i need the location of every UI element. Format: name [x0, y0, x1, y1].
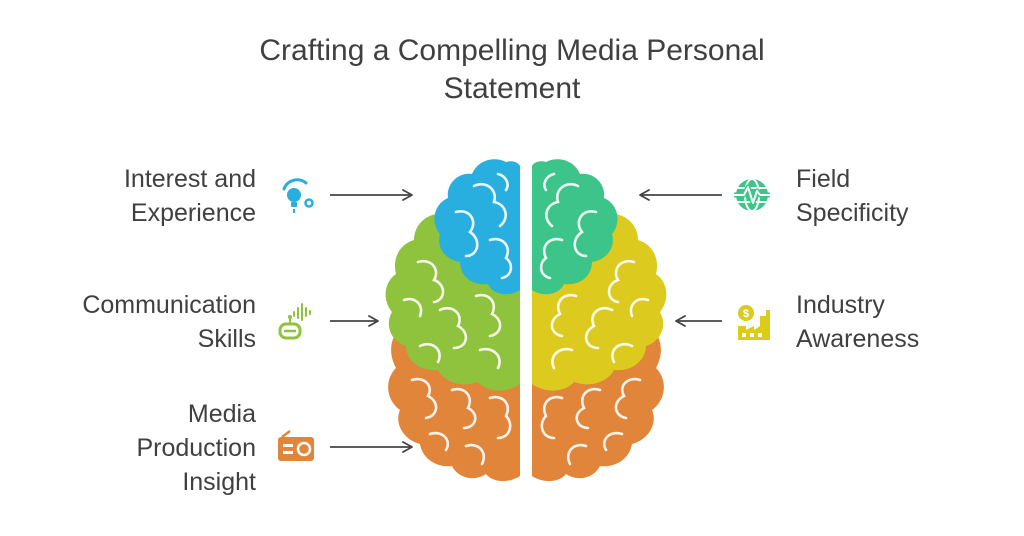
label-communication-skills: Communication Skills	[82, 288, 256, 356]
label-line: Awareness	[796, 325, 920, 353]
brain-left-hemisphere	[385, 159, 520, 482]
brain-right-hemisphere	[532, 159, 667, 482]
brain-lobe-blue	[434, 159, 520, 295]
factory-coin-icon: $	[738, 305, 770, 340]
label-line: Experience	[130, 199, 256, 227]
label-line: Communication	[82, 291, 256, 319]
label-line: Production	[136, 434, 256, 462]
radio-icon	[278, 430, 314, 461]
brain-lobe-teal	[532, 159, 618, 295]
brain-folds-right	[539, 172, 650, 466]
label-interest-and-experience: Interest and Experience	[124, 162, 256, 230]
title-line-1: Crafting a Compelling Media Personal	[259, 34, 765, 67]
idea-bulb-icon	[282, 178, 314, 213]
svg-text:$: $	[743, 308, 749, 320]
brain-folds-left	[402, 172, 513, 466]
label-line: Insight	[182, 468, 256, 496]
label-line: Interest and	[123, 165, 256, 193]
label-media-production-insight: Media Production Insight	[136, 397, 256, 499]
label-industry-awareness: Industry Awareness	[796, 288, 919, 356]
connector-arrows	[330, 189, 722, 453]
label-line: Skills	[197, 325, 256, 353]
label-line: Specificity	[796, 199, 909, 227]
label-line: Field	[796, 165, 851, 193]
globe-waveform-icon	[734, 178, 770, 212]
label-line: Industry	[796, 291, 885, 319]
label-field-specificity: Field Specificity	[796, 162, 909, 230]
robot-voice-icon	[278, 303, 311, 340]
diagram-title: Crafting a Compelling Media Personal Sta…	[0, 32, 1024, 108]
title-line-2: Statement	[443, 72, 581, 105]
label-line: Media	[187, 400, 256, 428]
